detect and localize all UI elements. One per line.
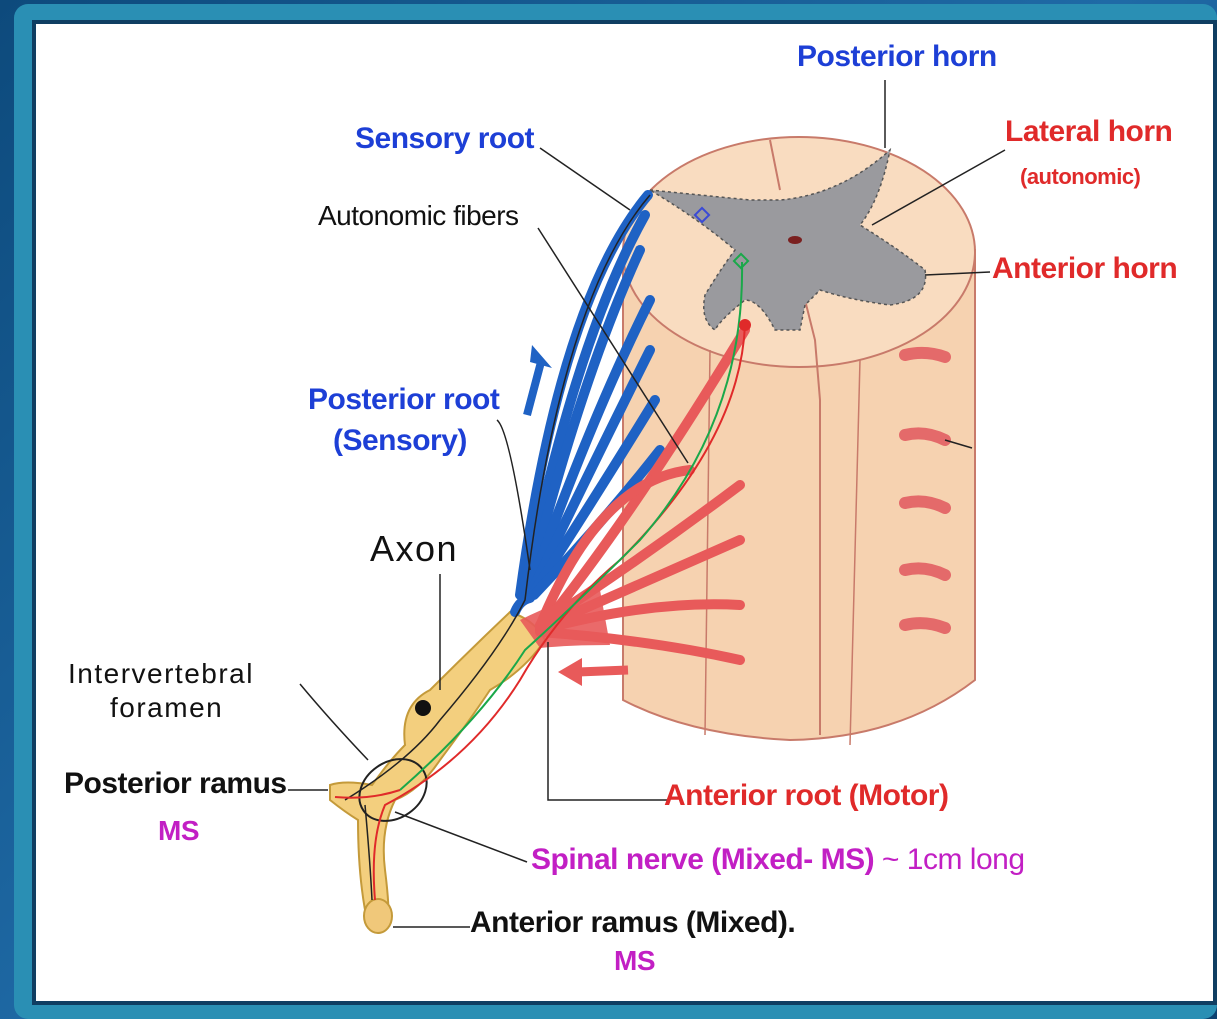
efferent-arrow-icon [578, 670, 628, 672]
anterior-rootlet [905, 623, 945, 628]
anterior-horn-label: Anterior horn [992, 252, 1177, 286]
anterior-rootlet [905, 501, 945, 508]
spinal-nerve-text: Spinal nerve (Mixed- MS) [531, 843, 874, 876]
anterior-ramus-ms: MS [614, 945, 655, 977]
anterior-rootlet [905, 568, 945, 575]
dorsal-root-ganglion-neuron [415, 700, 431, 716]
sensory-root-label: Sensory root [355, 122, 534, 156]
spinal-nerve-label: Spinal nerve (Mixed- MS) ~ 1cm long [531, 843, 1025, 877]
posterior-ramus-label: Posterior ramus [64, 767, 287, 801]
axon-label: Axon [370, 528, 458, 570]
anterior-rootlet [905, 433, 945, 440]
posterior-root-note: (Sensory) [333, 424, 467, 458]
posterior-horn-label: Posterior horn [797, 40, 997, 74]
foramen-label: foramen [110, 692, 223, 724]
posterior-ramus-ms: MS [158, 815, 199, 847]
motor-neuron-cell [739, 319, 751, 331]
spinal-nerve-length: ~ 1cm long [882, 843, 1025, 876]
anterior-rootlet [905, 353, 945, 357]
intervertebral-label: Intervertebral [68, 658, 254, 690]
afferent-arrow-icon [527, 362, 541, 415]
lateral-horn-label: Lateral horn [1005, 115, 1172, 149]
lateral-horn-note: (autonomic) [1020, 164, 1140, 190]
sensory-axon [345, 195, 650, 800]
anterior-ramus-end [364, 899, 392, 933]
anterior-ramus-label: Anterior ramus (Mixed). [470, 906, 795, 940]
autonomic-fibers-label: Autonomic fibers [318, 200, 519, 232]
posterior-root-label: Posterior root [308, 383, 499, 417]
anterior-root-motor-label: Anterior root (Motor) [664, 779, 948, 813]
central-canal [788, 236, 802, 244]
